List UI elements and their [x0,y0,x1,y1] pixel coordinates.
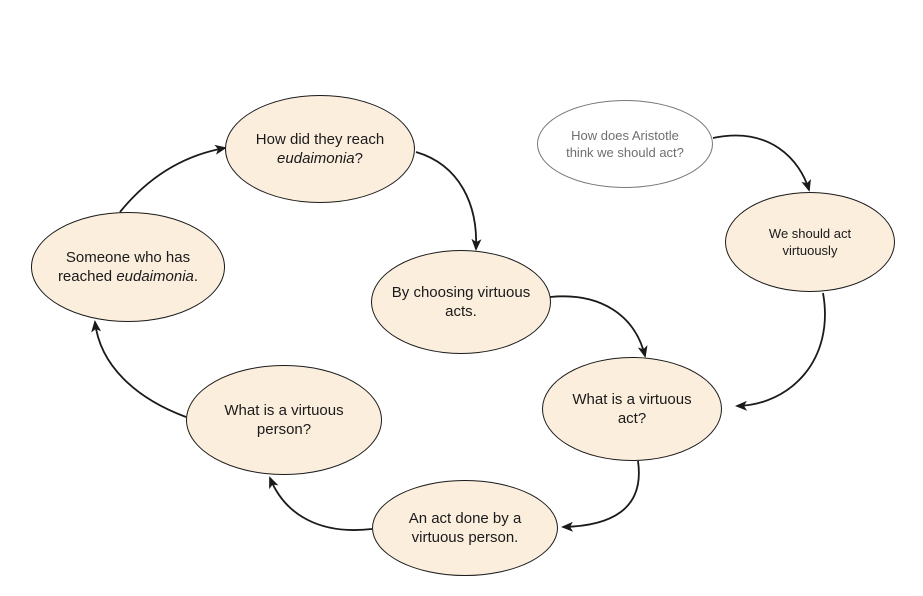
arrow-start-to-act-virtuously [712,134,811,192]
arrow-what-person-to-someone-reached [91,320,187,418]
node-what-is-virtuous-person: What is a virtuous person? [186,365,382,475]
node-by-choosing-line1: By choosing virtuous [391,284,531,301]
node-someone-reached-eudaimonia: Someone who has reached eudaimonia. [31,212,225,322]
arrow-how-reach-to-by-choosing [415,151,482,251]
node-we-should-act-virtuously-line1: We should act [768,226,852,241]
node-act-done-by-line2: virtuous person. [411,529,519,546]
node-we-should-act-virtuously-line2: virtuously [782,243,838,258]
node-what-is-virtuous-act-line1: What is a virtuous [572,391,692,408]
node-act-done-by-virtuous-person: An act done by a virtuous person. [372,480,558,576]
arrow-act-done-by-to-what-person [269,476,373,531]
node-someone-reached-line1: Someone who has [65,249,191,266]
arrow-act-virtuously-to-what-act [735,292,826,411]
node-how-does-aristotle: How does Aristotle think we should act? [537,100,713,188]
node-how-did-they-reach: How did they reach eudaimonia? [225,95,415,203]
node-how-does-aristotle-line1: How does Aristotle [571,128,679,143]
node-act-done-by-line1: An act done by a [408,510,522,527]
node-what-is-virtuous-act: What is a virtuous act? [542,357,722,461]
node-by-choosing-line2: acts. [445,303,477,320]
node-what-is-virtuous-act-line2: act? [617,410,647,427]
node-we-should-act-virtuously: We should act virtuously [725,192,895,292]
node-how-did-they-reach-line1: How did they reach [255,131,385,148]
node-by-choosing-virtuous-acts: By choosing virtuous acts. [371,250,551,354]
arrow-what-act-to-act-done-by [561,460,640,532]
node-what-is-virtuous-person-line1: What is a virtuous [224,402,344,419]
node-what-is-virtuous-person-line2: person? [256,421,312,438]
arrow-someone-reached-to-how-reach [119,144,227,213]
node-someone-reached-line2: reached eudaimonia. [57,268,199,285]
node-how-does-aristotle-line2: think we should act? [566,145,684,160]
arrow-by-choosing-to-what-act [549,295,648,358]
node-how-did-they-reach-line2: eudaimonia? [277,150,363,167]
